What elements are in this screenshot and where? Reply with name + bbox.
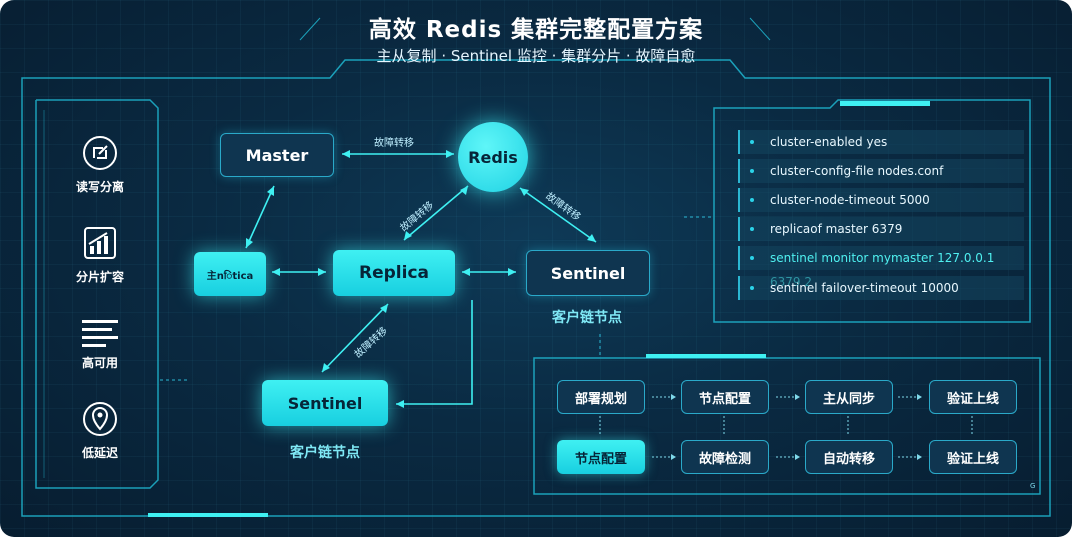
sidebar-item-label: 高可用 bbox=[81, 356, 118, 370]
config-line: replicaof master 6379 bbox=[738, 217, 1024, 241]
master-node[interactable]: Master bbox=[220, 133, 334, 177]
redis-node[interactable]: Redis bbox=[458, 122, 528, 192]
step-failure-detect[interactable]: 故障检测 bbox=[681, 440, 769, 474]
sentinel-bottom-caption: 客户链节点 bbox=[290, 445, 360, 461]
edge-label-master-redis: 故障转移 bbox=[374, 138, 414, 149]
page-title: 高效 Redis 集群完整配置方案 bbox=[368, 17, 704, 43]
sidebar-item-label: 分片扩容 bbox=[75, 270, 124, 284]
sidebar-item-ha[interactable]: 高可用 bbox=[60, 316, 140, 371]
bar-chart-icon bbox=[84, 227, 116, 259]
sidebar-item-label: 低延迟 bbox=[81, 446, 118, 460]
step-auto-failover[interactable]: 自动转移 bbox=[805, 440, 893, 474]
corner-mark: G bbox=[1030, 482, 1036, 490]
config-line: cluster-node-timeout 5000 bbox=[738, 188, 1024, 212]
step-plan[interactable]: 部署规划 bbox=[557, 380, 645, 414]
small-node[interactable]: 主nिtica bbox=[194, 252, 266, 296]
lines-icon bbox=[82, 320, 118, 347]
config-line-highlighted: sentinel monitor mymaster 127.0.0.1 6379… bbox=[738, 246, 1024, 289]
sidebar-item-read-write[interactable]: 读写分离 bbox=[60, 134, 140, 195]
sidebar-item-sharding[interactable]: 分片扩容 bbox=[60, 224, 140, 285]
sentinel-node-right[interactable]: Sentinel bbox=[526, 250, 650, 296]
sidebar-item-latency[interactable]: 低延迟 bbox=[60, 400, 140, 461]
page-subtitle: 主从复制 · Sentinel 监控 · 集群分片 · 故障自愈 bbox=[376, 47, 696, 65]
step-verify-2[interactable]: 验证上线 bbox=[929, 440, 1017, 474]
config-line: sentinel failover-timeout 10000 bbox=[738, 276, 1024, 300]
step-sync[interactable]: 主从同步 bbox=[805, 380, 893, 414]
config-line: cluster-enabled yes bbox=[738, 130, 1024, 154]
step-verify[interactable]: 验证上线 bbox=[929, 380, 1017, 414]
step-node-config-2[interactable]: 节点配置 bbox=[557, 440, 645, 474]
step-node-config[interactable]: 节点配置 bbox=[681, 380, 769, 414]
refresh-edit-icon bbox=[83, 136, 117, 170]
config-line: cluster-config-file nodes.conf bbox=[738, 159, 1024, 183]
sentinel-node-bottom[interactable]: Sentinel bbox=[262, 380, 388, 426]
location-pin-icon bbox=[83, 402, 117, 436]
replica-node[interactable]: Replica bbox=[333, 250, 455, 296]
sentinel-right-caption: 客户链节点 bbox=[552, 310, 622, 326]
sidebar-item-label: 读写分离 bbox=[75, 180, 124, 194]
